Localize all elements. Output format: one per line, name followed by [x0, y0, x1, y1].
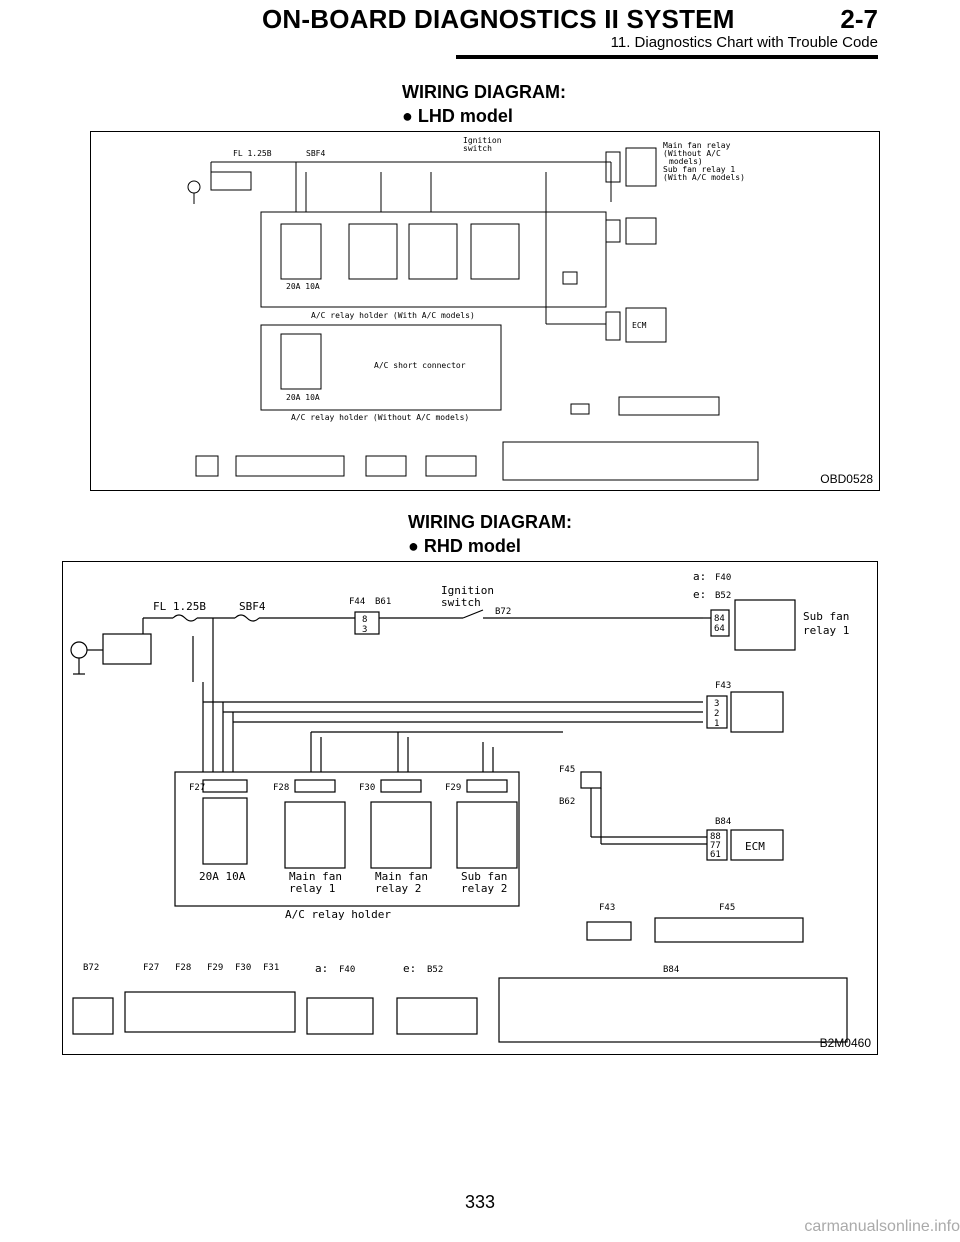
rhd-ecm-pin-61: 61 [710, 850, 721, 860]
lhd-heading: WIRING DIAGRAM: [402, 82, 566, 102]
rhd-fuses-label: 20A 10A [199, 870, 246, 883]
lhd-sub-fan-relay1: Sub fan relay 1 [663, 165, 735, 174]
lhd-model-label: ● LHD model [402, 106, 513, 126]
rhd-f43-tag: F43 [715, 681, 731, 691]
rhd-wiring-diagram: FL 1.25B SBF4 Ignition switch Sub fan re… [70, 570, 849, 1043]
rhd-b52-bottom-tag: B52 [427, 965, 443, 975]
rhd-sub-fan2: Sub fan [461, 870, 507, 883]
rhd-main-fan1: Main fan [289, 870, 342, 883]
lhd-fuses-label: 20A 10A [286, 282, 320, 291]
rhd-relay1: relay 1 [803, 624, 849, 637]
rhd-ecm-pin-88: 88 [710, 832, 721, 842]
rhd-f30-tag: F30 [359, 783, 375, 793]
lhd-switch-label: switch [463, 144, 492, 153]
rhd-f43-pin-3: 3 [714, 699, 719, 709]
rhd-b72-bottom-tag: B72 [83, 963, 99, 973]
rhd-model-text: RHD model [423, 536, 521, 556]
rhd-diagram-frame: FL 1.25B SBF4 Ignition switch Sub fan re… [62, 561, 878, 1055]
rhd-ecm-label: ECM [745, 840, 765, 853]
rhd-b84-tag: B84 [715, 817, 731, 827]
lhd-fuses-label-2: 20A 10A [286, 393, 320, 402]
lhd-diagram-frame: FL 1.25B SBF4 Ignition switch Main fan r… [90, 131, 880, 491]
rhd-heading: WIRING DIAGRAM: [408, 512, 572, 532]
rhd-f40-bottom-tag: F40 [339, 965, 355, 975]
rhd-conn-a: a: [693, 570, 706, 583]
rhd-ign-pin-8: 8 [362, 615, 367, 625]
rhd-b72-tag: B72 [495, 607, 511, 617]
rhd-conn-a-bottom: a: [315, 962, 328, 975]
rhd-f45-bottom-tag: F45 [719, 903, 735, 913]
rhd-b62-tag: B62 [559, 797, 575, 807]
rhd-conn-e-bottom: e: [403, 962, 416, 975]
rhd-f45-tag: F45 [559, 765, 575, 775]
rhd-b61-tag: B61 [375, 597, 391, 607]
rhd-relay-1: relay 1 [289, 882, 335, 895]
rhd-f29-bottom-tag: F29 [207, 963, 223, 973]
rhd-f31-bottom-tag: F31 [263, 963, 279, 973]
rhd-f44-tag: F44 [349, 597, 365, 607]
rhd-f40-tag: F40 [715, 573, 731, 583]
section-code: 2-7 [840, 4, 878, 34]
lhd-relay-holder-without: A/C relay holder (Without A/C models) [291, 413, 469, 422]
lhd-relay-holder-with: A/C relay holder (With A/C models) [311, 311, 475, 320]
rhd-f30-bottom-tag: F30 [235, 963, 251, 973]
lhd-main-fan-relay: Main fan relay [663, 141, 731, 150]
lhd-sbf-label: SBF4 [306, 149, 325, 158]
rhd-f27-bottom-tag: F27 [143, 963, 159, 973]
rhd-f43-pin-2: 2 [714, 709, 719, 719]
page-subtitle: 11. Diagnostics Chart with Trouble Code [610, 34, 878, 51]
rhd-ecm-pin-77: 77 [710, 841, 721, 851]
rhd-f43-bottom-tag: F43 [599, 903, 615, 913]
rhd-f28-bottom-tag: F28 [175, 963, 191, 973]
lhd-ignition-label: Ignition [463, 136, 502, 145]
watermark[interactable]: carmanualsonline.info [804, 1218, 960, 1235]
page-number: 333 [464, 1192, 496, 1212]
rhd-fuse-label: FL 1.25B [153, 600, 206, 613]
lhd-with-ac: (With A/C models) [663, 173, 745, 182]
rhd-sub-relay-pin-64: 64 [714, 624, 725, 634]
lhd-models-close: models) [669, 157, 703, 166]
rhd-figure-id: B2M0460 [819, 1036, 871, 1050]
rhd-f27-tag: F27 [189, 783, 205, 793]
lhd-short-connector: A/C short connector [374, 361, 466, 370]
rhd-sub-fan-relay: Sub fan [803, 610, 849, 623]
lhd-ecm-label: ECM [632, 321, 647, 330]
lhd-figure-id: OBD0528 [820, 472, 873, 486]
rhd-relay-holder: A/C relay holder [285, 908, 391, 921]
rhd-relay-2: relay 2 [375, 882, 421, 895]
rhd-conn-e: e: [693, 588, 706, 601]
header-rule [456, 55, 878, 59]
rhd-b52-tag: B52 [715, 591, 731, 601]
rhd-switch-label: switch [441, 596, 481, 609]
lhd-fuse-label: FL 1.25B [233, 149, 272, 158]
rhd-b84-bottom-tag: B84 [663, 965, 679, 975]
rhd-ignition-label: Ignition [441, 584, 494, 597]
rhd-relay-2b: relay 2 [461, 882, 507, 895]
rhd-f43-pin-1: 1 [714, 719, 719, 729]
rhd-f29-tag: F29 [445, 783, 461, 793]
rhd-main-fan2: Main fan [375, 870, 428, 883]
page-header-title: ON-BOARD DIAGNOSTICS II SYSTEM [262, 4, 735, 34]
rhd-f28-tag: F28 [273, 783, 289, 793]
rhd-sbf-label: SBF4 [239, 600, 266, 613]
rhd-model-label: ● RHD model [408, 536, 521, 556]
rhd-ign-pin-3: 3 [362, 625, 367, 635]
lhd-wiring-diagram: FL 1.25B SBF4 Ignition switch Main fan r… [187, 136, 759, 481]
lhd-without-ac: (Without A/C [663, 149, 721, 158]
rhd-sub-relay-pin-84: 84 [714, 614, 725, 624]
lhd-model-text: LHD model [417, 106, 513, 126]
